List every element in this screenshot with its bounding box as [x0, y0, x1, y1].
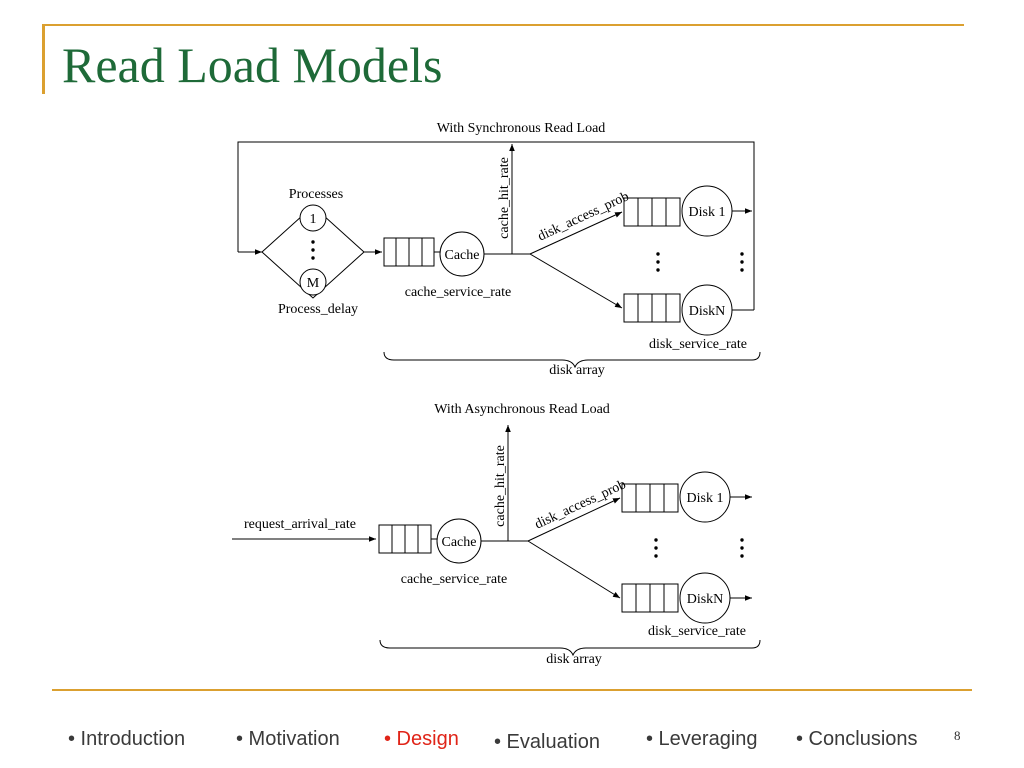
process-1-node [299, 204, 327, 232]
nav-motivation[interactable]: • Motivation [236, 728, 340, 750]
async-disk-array-label: disk array [546, 652, 602, 667]
async-model-labels: With Asynchronous Read Load request_arri… [244, 402, 746, 667]
async-fanout-to-diskn [527, 540, 621, 599]
sync-disk-access-prob-label: disk_access_prob [536, 189, 632, 244]
async-disk1-label: Disk 1 [687, 491, 724, 506]
async-disk-access-prob-label: disk_access_prob [533, 477, 629, 532]
async-heading: With Asynchronous Read Load [434, 402, 610, 417]
read-load-diagram: With Synchronous Read Load Processes 1 M… [232, 121, 761, 667]
process-dot [311, 256, 315, 260]
sync-disk-array-label: disk array [549, 363, 605, 378]
async-cache-hit-rate-label: cache_hit_rate [493, 445, 508, 527]
nav-leveraging[interactable]: • Leveraging [646, 728, 758, 750]
sync-cache-hit-rate-label: cache_hit_rate [497, 157, 512, 239]
async-disk-service-rate-label: disk_service_rate [648, 624, 746, 639]
sync-disk-array-brace [383, 351, 761, 369]
sync-diskn-label: DiskN [689, 304, 726, 319]
process-dot [311, 240, 315, 244]
footer-divider [52, 689, 972, 691]
sync-disk1-label: Disk 1 [689, 205, 726, 220]
async-disk-array-brace [379, 639, 761, 657]
slide-title: Read Load Models [62, 37, 443, 93]
sync-model [237, 141, 761, 369]
process-delay-label: Process_delay [278, 302, 358, 317]
nav-conclusions[interactable]: • Conclusions [796, 728, 918, 750]
page-number: 8 [954, 728, 961, 743]
sync-cache-label: Cache [445, 248, 480, 263]
process-m-node [299, 268, 327, 296]
request-arrival-rate-label: request_arrival_rate [244, 517, 356, 532]
title-accent-vertical-line [42, 24, 45, 94]
process-dot [311, 248, 315, 252]
async-fanout-to-disk1 [527, 497, 621, 542]
title-accent-horizontal-line [42, 24, 964, 26]
sync-fanout-to-diskn [529, 253, 623, 309]
async-diskn-label: DiskN [687, 592, 724, 607]
async-cache-label: Cache [442, 535, 477, 550]
processes-label: Processes [289, 187, 343, 202]
nav-design[interactable]: • Design [384, 728, 459, 750]
async-cache-service-rate-label: cache_service_rate [401, 572, 507, 587]
sync-cache-service-rate-label: cache_service_rate [405, 285, 511, 300]
sync-heading: With Synchronous Read Load [437, 121, 606, 136]
async-model [232, 425, 761, 657]
nav-evaluation[interactable]: • Evaluation [494, 731, 600, 753]
process-1-label: 1 [310, 212, 317, 227]
sync-fanout-to-disk1 [529, 211, 623, 255]
process-m-label: M [307, 276, 320, 291]
sync-feedback-loop [237, 141, 755, 310]
sync-disk-service-rate-label: disk_service_rate [649, 337, 747, 352]
nav-introduction[interactable]: • Introduction [68, 728, 186, 750]
